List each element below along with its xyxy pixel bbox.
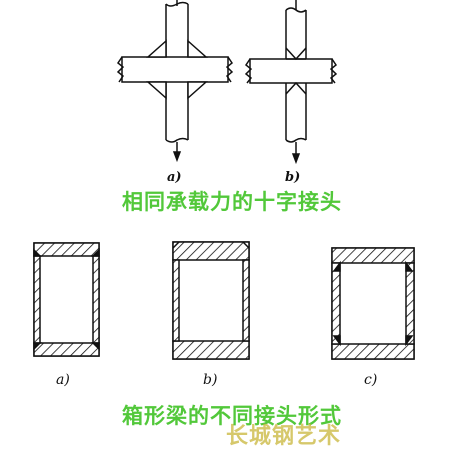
caption-box-beam: 箱形梁的不同接头形式	[122, 404, 342, 428]
label-cross-a: a)	[167, 170, 182, 185]
cross-joint-a	[116, 0, 234, 163]
label-box-a: a)	[56, 372, 70, 388]
label-box-b: b)	[203, 372, 217, 388]
box-section-a	[33, 242, 100, 357]
box-section-c	[331, 247, 415, 360]
label-cross-b: b)	[285, 170, 300, 185]
caption-cross-joints: 相同承载力的十字接头	[122, 190, 342, 214]
box-section-b	[172, 241, 250, 360]
cross-joint-b	[244, 0, 338, 165]
watermark-text: 长城钢艺术	[226, 424, 342, 449]
label-box-c: c)	[364, 372, 377, 388]
